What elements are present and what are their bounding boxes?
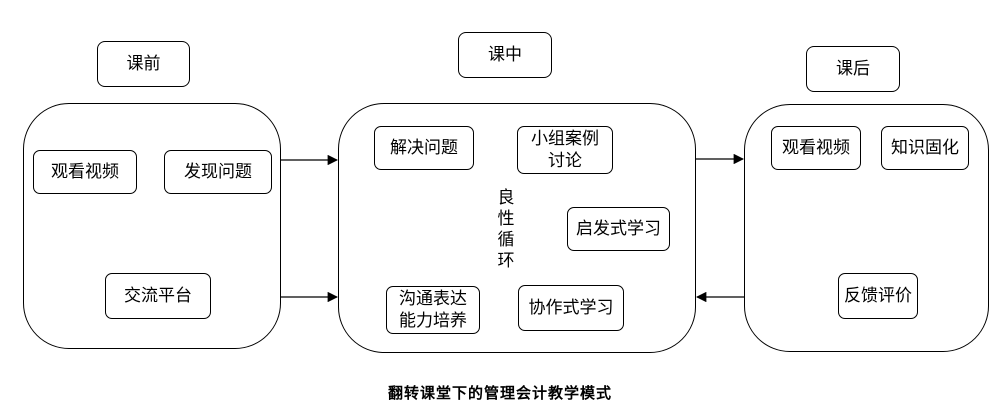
pre-watch-video-label: 观看视频 [51, 162, 119, 182]
discover-problem-label: 发现问题 [184, 162, 252, 182]
post-watch-video-label: 观看视频 [782, 138, 850, 158]
knowledge-consolidation-label: 知识固化 [891, 138, 959, 158]
heuristic-learning-label: 启发式学习 [576, 219, 661, 239]
group-case-discussion-node: 小组案例 讨论 [517, 126, 613, 174]
exchange-platform-label: 交流平台 [124, 286, 192, 306]
in-class-header-label: 课中 [488, 45, 522, 65]
collaborative-learning-label: 协作式学习 [528, 298, 614, 318]
pre-class-header: 课前 [97, 41, 190, 87]
discover-problem-node: 发现问题 [164, 150, 272, 194]
post-class-header-label: 课后 [836, 59, 870, 79]
solve-problem-node: 解决问题 [374, 126, 474, 170]
figure-caption: 翻转课堂下的管理会计教学模式 [387, 384, 612, 402]
exchange-platform-node: 交流平台 [105, 273, 211, 319]
feedback-evaluation-label: 反馈评价 [844, 286, 912, 306]
knowledge-consolidation-node: 知识固化 [881, 126, 969, 170]
heuristic-learning-node: 启发式学习 [567, 207, 670, 251]
post-class-header: 课后 [806, 46, 900, 92]
group-case-discussion-label: 小组案例 讨论 [531, 129, 599, 171]
in-class-header: 课中 [458, 32, 552, 78]
pre-class-header-label: 课前 [126, 54, 161, 74]
virtuous-cycle-label: 良 性 循 环 [497, 188, 515, 271]
pre-watch-video-node: 观看视频 [33, 150, 137, 194]
communication-ability-node: 沟通表达 能力培养 [386, 286, 480, 334]
collaborative-learning-node: 协作式学习 [518, 285, 624, 331]
feedback-evaluation-node: 反馈评价 [838, 273, 918, 319]
communication-ability-label: 沟通表达 能力培养 [399, 289, 467, 331]
solve-problem-label: 解决问题 [390, 138, 458, 158]
post-watch-video-node: 观看视频 [771, 126, 861, 170]
